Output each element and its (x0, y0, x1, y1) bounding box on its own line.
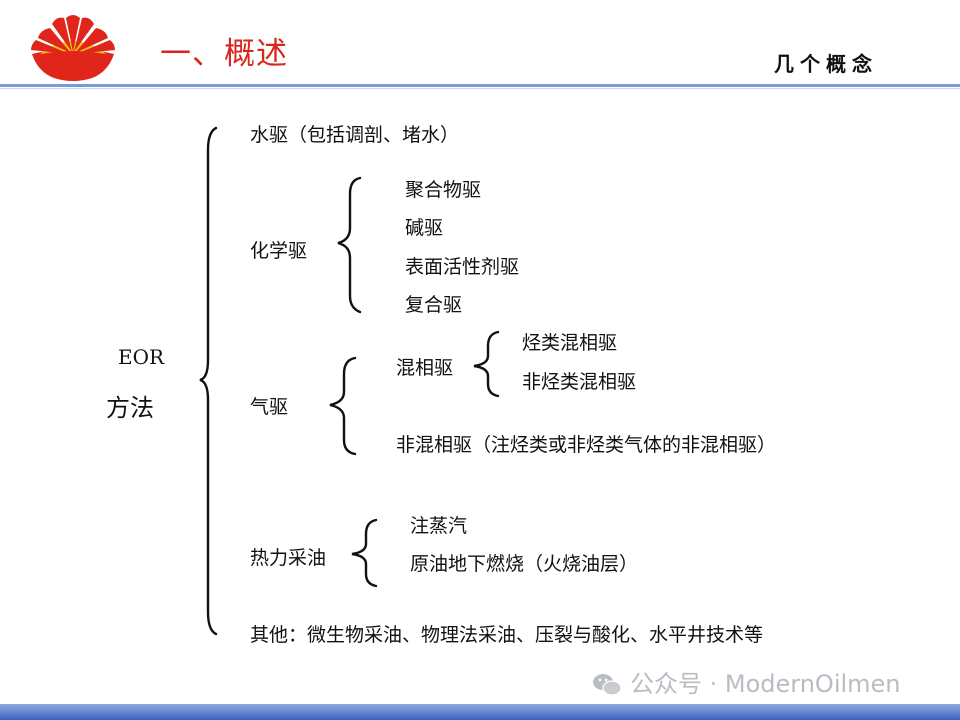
branch-thermal: 热力采油 (250, 547, 327, 569)
chemical-item: 复合驱 (405, 294, 463, 316)
section-title: 一、概述 (160, 36, 288, 72)
header-divider-light (0, 88, 960, 89)
root-brace (199, 126, 218, 636)
branch-gas: 气驱 (250, 396, 289, 418)
chemical-item: 表面活性剂驱 (405, 256, 520, 278)
gas-miscible: 混相驱 (396, 357, 454, 379)
header-divider (0, 84, 960, 87)
branch-chemical: 化学驱 (250, 240, 308, 262)
gas-brace (329, 356, 357, 456)
footer-bar (0, 704, 960, 720)
chemical-item: 碱驱 (405, 217, 444, 239)
chemical-brace (337, 176, 362, 314)
branch-water: 水驱（包括调剖、堵水） (250, 124, 460, 146)
watermark: 公众号 · ModernOilmen (592, 664, 901, 699)
slide-topic: 几个概念 (774, 52, 878, 76)
watermark-text: 公众号 · ModernOilmen (630, 670, 901, 698)
root-label-eor: EOR (118, 345, 165, 369)
branch-other: 其他：微生物采油、物理法采油、压裂与酸化、水平井技术等 (250, 624, 764, 646)
miscible-item: 烃类混相驱 (522, 332, 618, 354)
miscible-item: 非烃类混相驱 (522, 371, 637, 393)
company-logo (28, 8, 118, 82)
root-label-method: 方法 (106, 394, 154, 422)
chemical-item: 聚合物驱 (405, 179, 482, 201)
thermal-item: 原油地下燃烧（火烧油层） (410, 553, 639, 575)
miscible-brace (473, 330, 500, 398)
wechat-icon (593, 674, 622, 696)
thermal-brace (351, 518, 378, 588)
gas-immiscible: 非混相驱（注烃类或非烃类气体的非混相驱） (396, 434, 777, 456)
thermal-item: 注蒸汽 (410, 515, 468, 537)
